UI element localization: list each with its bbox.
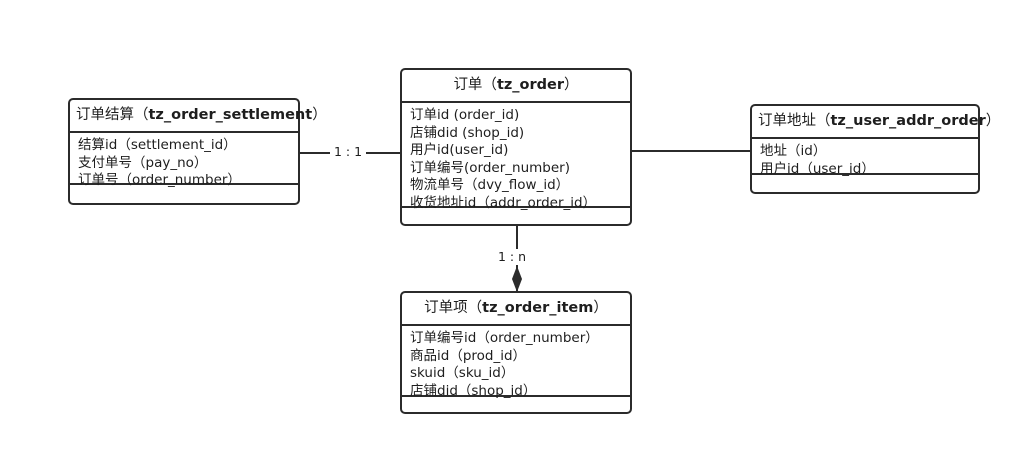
entity-attrs-order: 订单id (order_id) 店铺did (shop_id) 用户id(use…: [402, 103, 630, 211]
attribute-row: 物流单号（dvy_flow_id）: [410, 177, 570, 194]
attribute-row: 店铺did（shop_id）: [410, 382, 537, 399]
entity-cn-suffix-order-settlement: ）: [312, 107, 327, 123]
entity-cn-prefix-order: 订单（: [453, 77, 497, 93]
crowsfoot-diamond-marker: [512, 266, 522, 292]
entity-attrs-order-settlement: 结算id（settlement_id） 支付单号（pay_no） 订单号（ord…: [70, 133, 298, 188]
entity-order-item[interactable]: 订单项（tz_order_item） 订单编号id（order_number） …: [400, 291, 632, 414]
attribute-row: 商品id（prod_id）: [410, 347, 527, 364]
connector-order-address: [632, 150, 750, 152]
entity-title-order-settlement: 订单结算（tz_order_settlement）: [70, 100, 327, 134]
attribute-row: 用户id（user_id）: [760, 160, 875, 177]
attribute-row: 地址（id）: [760, 143, 827, 160]
attribute-row: 订单号（order_number）: [78, 172, 241, 189]
entity-cn-suffix-order-item: ）: [593, 300, 608, 316]
relationship-label-settlement-order: 1 : 1: [330, 144, 367, 160]
entity-title-user-addr-order: 订单地址（tz_user_addr_order）: [752, 106, 1000, 140]
entity-cn-suffix-user-addr-order: ）: [985, 113, 1001, 129]
entity-title-order-item: 订单项（tz_order_item）: [402, 293, 630, 327]
entity-table-order-item: tz_order_item: [482, 300, 594, 316]
attribute-row: 收货地址id（addr_order_id）: [410, 194, 597, 211]
entity-order-settlement[interactable]: 订单结算（tz_order_settlement） 结算id（settlemen…: [68, 98, 327, 205]
entity-user-addr-order[interactable]: 订单地址（tz_user_addr_order） 地址（id） 用户id（use…: [750, 104, 1000, 195]
entity-order[interactable]: 订单（tz_order） 订单id (order_id) 店铺did (shop…: [400, 68, 632, 226]
entity-cn-suffix-order: ）: [564, 77, 579, 93]
entity-title-order: 订单（tz_order）: [402, 70, 630, 104]
entity-footer-user-addr-order: [752, 175, 978, 195]
entity-cn-prefix-order-item: 订单项（: [424, 300, 483, 316]
attribute-row: skuid（sku_id）: [410, 365, 515, 382]
attribute-row: 结算id（settlement_id）: [78, 137, 237, 154]
entity-attrs-user-addr-order: 地址（id） 用户id（user_id）: [752, 139, 978, 177]
attribute-row: 店铺did (shop_id): [410, 124, 525, 141]
attribute-row: 支付单号（pay_no）: [78, 154, 208, 171]
attribute-row: 订单编号id（order_number）: [410, 330, 599, 347]
entity-table-user-addr-order: tz_user_addr_order: [830, 113, 986, 129]
entity-table-order-settlement: tz_order_settlement: [148, 107, 313, 123]
entity-cn-prefix-order-settlement: 订单结算（: [76, 107, 149, 123]
relationship-label-order-orderitem: 1 : n: [494, 249, 531, 265]
attribute-row: 用户id(user_id): [410, 142, 509, 159]
entity-table-order: tz_order: [496, 77, 565, 93]
attribute-row: 订单id (order_id): [410, 107, 520, 124]
entity-footer-order-item: [402, 397, 630, 415]
attribute-row: 订单编号(order_number): [410, 159, 570, 176]
entity-cn-prefix-user-addr-order: 订单地址（: [758, 113, 831, 129]
entity-attrs-order-item: 订单编号id（order_number） 商品id（prod_id） skuid…: [402, 326, 630, 399]
